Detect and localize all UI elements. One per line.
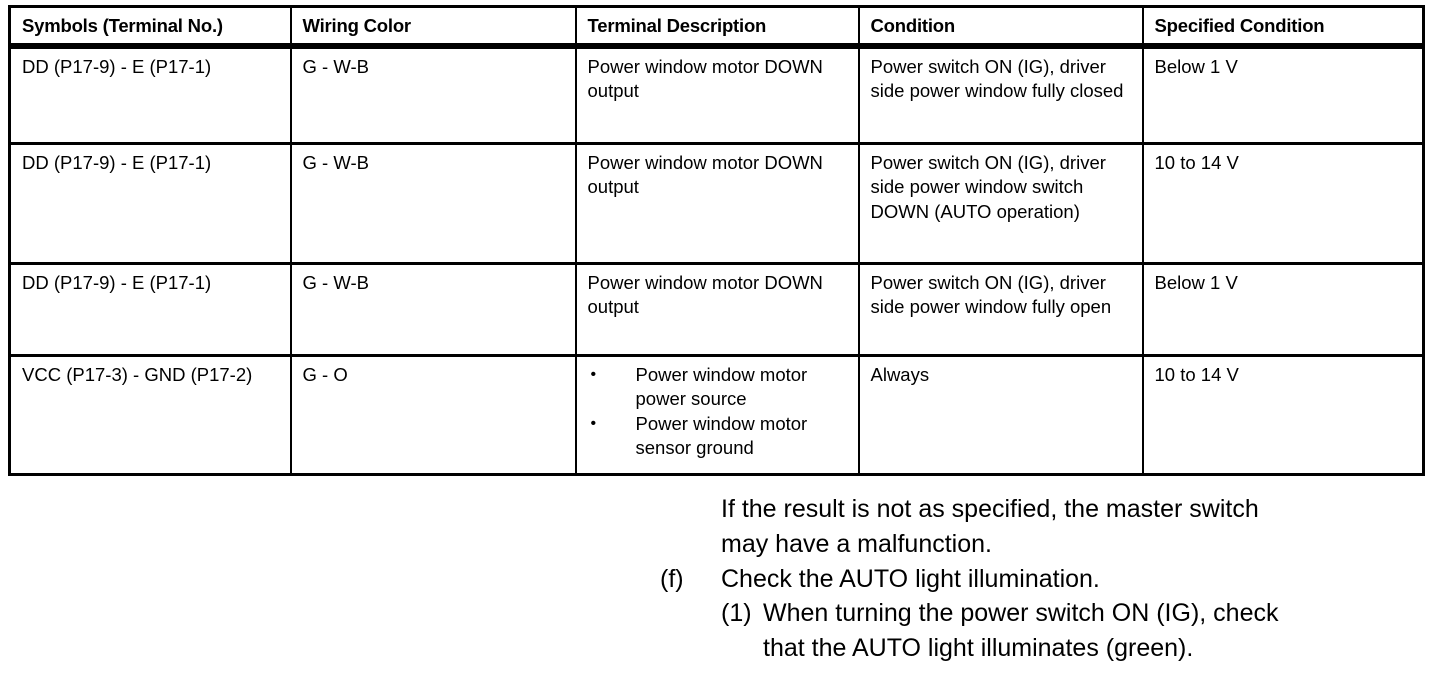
cell-wiring-color: G - W-B <box>289 263 577 356</box>
cell-wiring-color: G - O <box>289 355 577 475</box>
cell-specified-condition: Below 1 V <box>1141 263 1425 356</box>
cell-specified-condition: 10 to 14 V <box>1141 355 1425 475</box>
cell-symbols: VCC (P17-3) - GND (P17-2) <box>8 355 292 475</box>
substep-label: When turning the power switch ON (IG), c… <box>763 599 1279 628</box>
list-item-label: Power window motor power source <box>635 363 808 410</box>
list-item: • Power window motor power source <box>588 363 849 412</box>
note-line-2: may have a malfunction. <box>721 529 992 558</box>
procedure-step-f: (f) Check the AUTO light illumination. <box>660 562 1456 597</box>
cell-specified-condition: Below 1 V <box>1141 47 1425 144</box>
cell-terminal-description: Power window motor DOWN output <box>574 263 860 356</box>
cell-terminal-description: • Power window motor power source • Powe… <box>574 355 860 475</box>
cell-symbols: DD (P17-9) - E (P17-1) <box>8 143 292 264</box>
specification-table-container: Symbols (Terminal No.) Wiring Color Term… <box>8 5 1425 476</box>
column-header-condition: Condition <box>857 6 1144 48</box>
column-header-terminal-description: Terminal Description <box>574 6 860 48</box>
list-item-label: Power window motor sensor ground <box>635 412 808 459</box>
table-row: DD (P17-9) - E (P17-1) G - W-B Power win… <box>8 143 1425 264</box>
table-row: DD (P17-9) - E (P17-1) G - W-B Power win… <box>8 263 1425 356</box>
procedure-text-block: If the result is not as specified, the m… <box>0 492 1456 666</box>
step-marker: (f) <box>660 564 684 593</box>
cell-wiring-color: G - W-B <box>289 47 577 144</box>
substep-marker: (1) <box>721 599 752 628</box>
column-header-specified-condition: Specified Condition <box>1141 6 1425 48</box>
cell-condition: Power switch ON (IG), driver side power … <box>857 143 1144 264</box>
column-header-symbols: Symbols (Terminal No.) <box>8 6 292 48</box>
procedure-substep-1-continuation: that the AUTO light illuminates (green). <box>763 634 1194 662</box>
cell-wiring-color: G - W-B <box>289 143 577 264</box>
terminal-specification-table: Symbols (Terminal No.) Wiring Color Term… <box>8 5 1425 476</box>
column-header-wiring-color: Wiring Color <box>289 6 577 48</box>
list-item: • Power window motor sensor ground <box>588 412 849 461</box>
procedure-substep-1: (1) When turning the power switch ON (IG)… <box>721 596 1456 631</box>
cell-terminal-description: Power window motor DOWN output <box>574 143 860 264</box>
note-line-1: If the result is not as specified, the m… <box>721 495 1259 523</box>
cell-specified-condition: 10 to 14 V <box>1141 143 1425 264</box>
table-row: DD (P17-9) - E (P17-1) G - W-B Power win… <box>8 47 1425 144</box>
cell-condition: Power switch ON (IG), driver side power … <box>857 47 1144 144</box>
cell-terminal-description: Power window motor DOWN output <box>574 47 860 144</box>
step-label: Check the AUTO light illumination. <box>721 564 1100 593</box>
table-body: DD (P17-9) - E (P17-1) G - W-B Power win… <box>8 47 1425 475</box>
table-header: Symbols (Terminal No.) Wiring Color Term… <box>8 6 1425 48</box>
cell-condition: Always <box>857 355 1144 475</box>
cell-symbols: DD (P17-9) - E (P17-1) <box>8 47 292 144</box>
table-row: VCC (P17-3) - GND (P17-2) G - O • Power … <box>8 355 1425 475</box>
table-header-row: Symbols (Terminal No.) Wiring Color Term… <box>8 6 1425 48</box>
bullet-icon: • <box>590 365 597 383</box>
cell-condition: Power switch ON (IG), driver side power … <box>857 263 1144 356</box>
bullet-icon: • <box>590 414 597 432</box>
cell-symbols: DD (P17-9) - E (P17-1) <box>8 263 292 356</box>
terminal-description-bullet-list: • Power window motor power source • Powe… <box>588 363 849 461</box>
